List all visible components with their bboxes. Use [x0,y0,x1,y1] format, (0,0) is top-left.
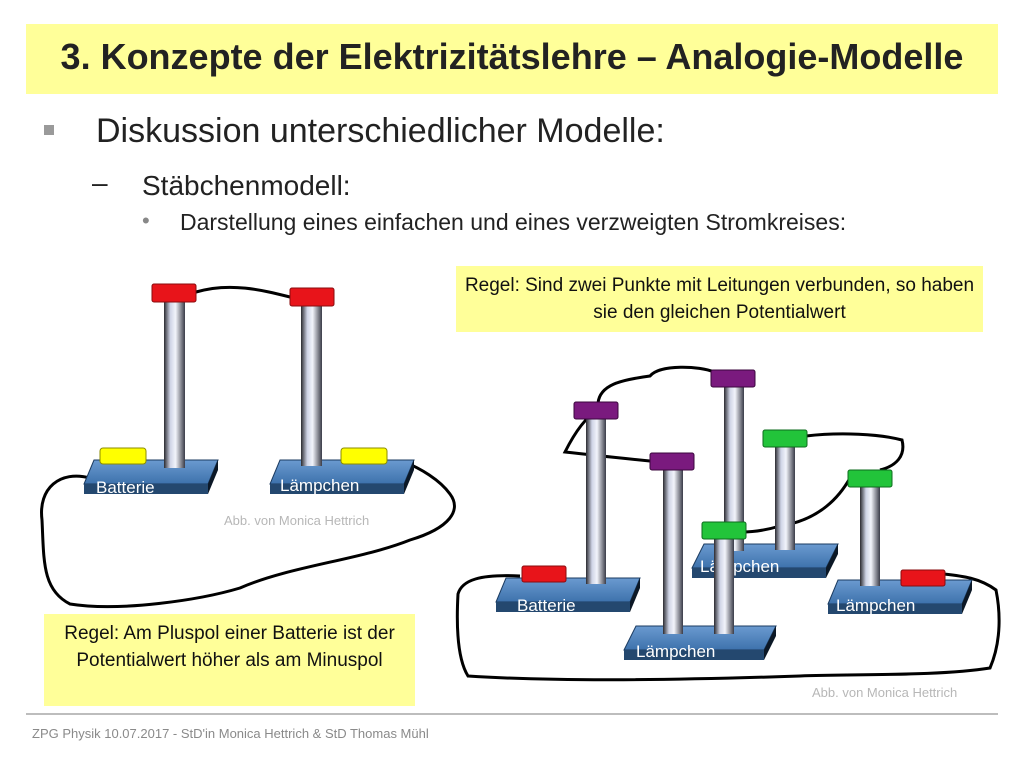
image-credit-branched: Abb. von Monica Hettrich [812,685,958,700]
lamp-stand-front: Lämpchen [623,452,777,661]
rule-box-bottom: Regel: Am Pluspol einer Batterie ist der… [44,614,415,706]
label-lamp-right: Lämpchen [836,596,915,615]
wire-right-top [805,432,905,472]
wire-left [562,408,661,464]
wire-outer [455,572,1001,682]
bullet-level1: Diskussion unterschiedlicher Modelle: [96,112,665,150]
battery-stand-branched: Batterie [495,401,641,615]
battery-stand: Batterie [83,283,219,497]
wire-loop-outer [40,460,456,609]
simple-circuit: Batterie Lämpchen [40,283,456,609]
wire-loop [195,285,291,299]
title-bar: 3. Konzepte der Elektrizitätslehre – Ana… [26,24,998,94]
lamp-stand-right: Lämpchen [827,469,973,615]
dot-bullet-icon: • [142,208,150,233]
footer-text: ZPG Physik 10.07.2017 - StD'in Monica He… [32,726,429,741]
bullet-level3: Darstellung eines einfachen und eines ve… [180,209,847,235]
label-battery-simple: Batterie [96,478,155,497]
label-battery-branched: Batterie [517,596,576,615]
rule-box-top: Regel: Sind zwei Punkte mit Leitungen ve… [456,266,983,332]
image-credit-simple: Abb. von Monica Hettrich [224,513,370,528]
wire-right-mid [741,477,852,534]
bullet-level2: Stäbchenmodell: [142,170,351,201]
lamp-stand: Lämpchen [269,287,415,495]
wire-top-loop [596,365,715,404]
branched-circuit: Lämpchen Batterie Lämpchen [455,365,1001,682]
label-lamp-back: Lämpchen [700,557,779,576]
dash-bullet-icon: – [92,167,108,198]
label-lamp-front: Lämpchen [636,642,715,661]
slide-title: 3. Konzepte der Elektrizitätslehre – Ana… [60,36,964,77]
label-lamp-simple: Lämpchen [280,476,359,495]
square-bullet-icon [44,125,54,135]
footer-divider [26,713,998,715]
lamp-stand-back: Lämpchen [691,369,839,578]
